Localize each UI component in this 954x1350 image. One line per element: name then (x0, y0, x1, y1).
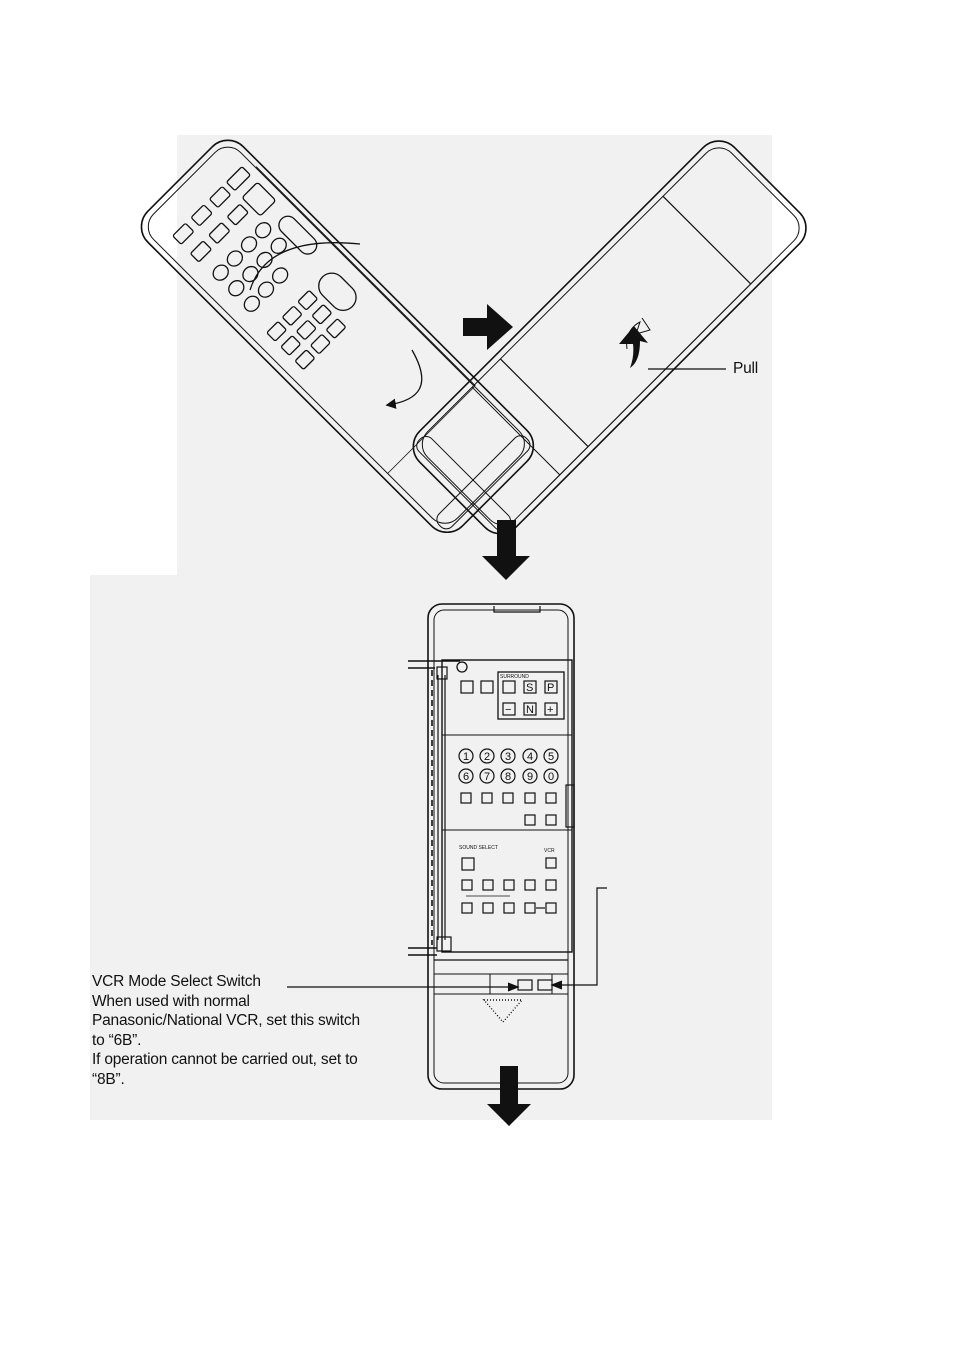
vcr-switch-line-3: to “6B”. (92, 1031, 402, 1051)
key-6: 6 (463, 771, 469, 783)
sound-select-label: SOUND SELECT (459, 845, 498, 851)
key-s: S (526, 682, 533, 694)
key-9: 9 (527, 771, 533, 783)
down-arrow (482, 520, 530, 580)
key-plus: + (547, 704, 553, 716)
key-3: 3 (505, 751, 511, 763)
right-arrow (463, 304, 513, 350)
key-1: 1 (463, 751, 469, 763)
flip-arrow-lower (388, 350, 422, 405)
key-n: N (526, 704, 534, 716)
vcr-switch-line-5: “8B”. (92, 1070, 402, 1090)
key-5: 5 (548, 751, 554, 763)
key-2: 2 (484, 751, 490, 763)
key-minus: − (505, 704, 511, 716)
vcr-mode-switch-description: VCR Mode Select Switch When used with no… (92, 972, 402, 1089)
pull-label: Pull (733, 359, 758, 379)
key-4: 4 (527, 751, 533, 763)
keypad-labels: SURROUND S P N + − 1 2 3 4 5 6 7 8 9 0 S… (459, 674, 555, 854)
vcr-switch-line-4: If operation cannot be carried out, set … (92, 1050, 402, 1070)
remote-front-view (132, 131, 542, 541)
key-7: 7 (484, 771, 490, 783)
surround-label: SURROUND (500, 674, 529, 680)
key-8: 8 (505, 771, 511, 783)
key-p: P (547, 682, 554, 694)
key-0: 0 (548, 771, 554, 783)
slide-out-arrow (487, 1066, 531, 1126)
vcr-label: VCR (544, 848, 555, 854)
vcr-switch-line-1: When used with normal (92, 992, 402, 1012)
remote-back-view (404, 132, 815, 543)
vcr-switch-line-2: Panasonic/National VCR, set this switch (92, 1011, 402, 1031)
vcr-switch-title: VCR Mode Select Switch (92, 972, 402, 992)
